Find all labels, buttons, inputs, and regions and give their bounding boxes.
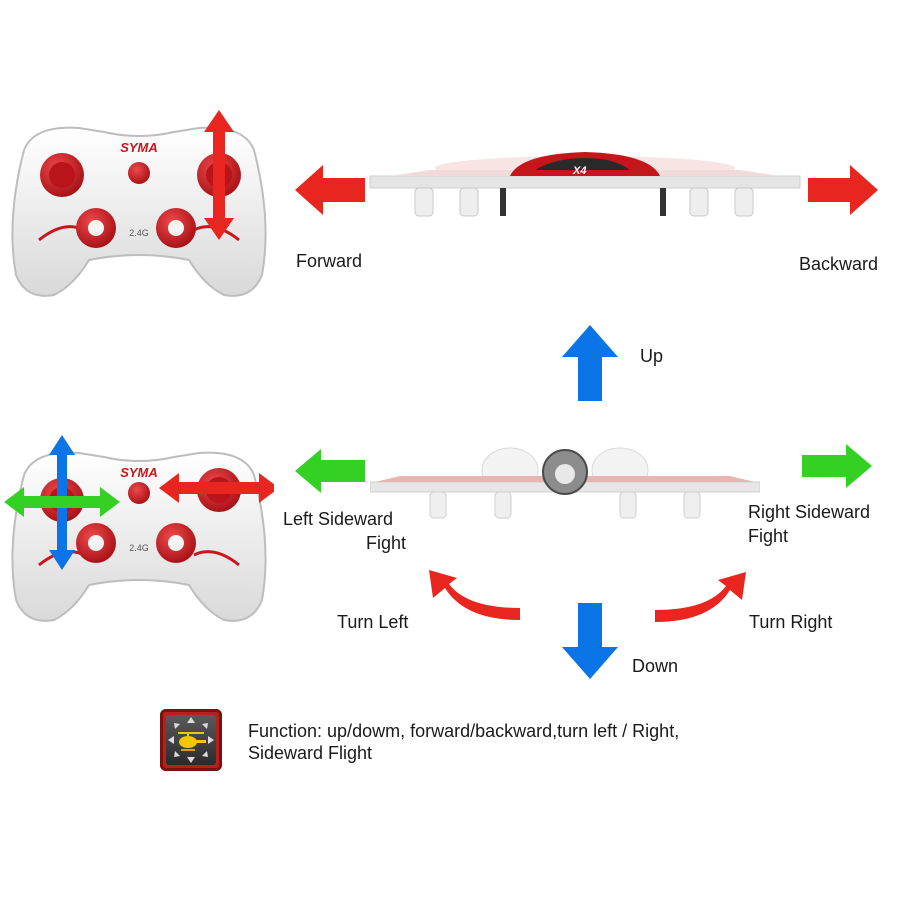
green-horizontal-arrow-icon <box>4 487 120 517</box>
right-sideward-arrow-icon <box>802 444 872 488</box>
up-label: Up <box>640 346 664 366</box>
turn-right-arrow-icon <box>655 572 746 622</box>
up-arrow-icon <box>562 325 618 401</box>
function-line2: Sideward Flight <box>248 743 373 763</box>
red-vertical-arrow-icon <box>204 110 234 240</box>
turn-right-label: Turn Right <box>749 612 833 632</box>
function-line1: Function: up/dowm, forward/backward,turn… <box>248 721 680 741</box>
backward-arrow-icon <box>808 165 878 215</box>
helicopter-icon <box>168 717 214 763</box>
controller-brand: SYMA <box>120 140 158 155</box>
right-sideward-label-line2: Fight <box>748 526 789 546</box>
right-sideward-label-line1: Right Sideward <box>748 502 871 522</box>
left-sideward-arrow-icon <box>295 449 365 493</box>
down-arrow-icon <box>562 603 618 679</box>
left-sideward-label-line2: Fight <box>366 533 407 553</box>
controller-forward-backward: SYMA 2.4G <box>11 110 267 297</box>
function-description: Function: up/dowm, forward/backward,turn… <box>248 720 768 764</box>
left-sideward-label-line1: Left Sideward <box>283 509 394 529</box>
down-label: Down <box>632 656 679 676</box>
drone-side-view: X4 <box>369 152 801 217</box>
turn-left-label: Turn Left <box>337 612 409 632</box>
backward-label: Backward <box>799 254 879 274</box>
red-horizontal-arrow-icon <box>159 473 274 503</box>
controller-brand: SYMA <box>120 465 158 480</box>
drone-front-view <box>370 447 760 519</box>
drone-model: X4 <box>572 165 586 177</box>
turn-left-arrow-icon <box>429 570 520 620</box>
forward-arrow-icon <box>295 165 365 215</box>
helicopter-function-icon <box>160 709 222 771</box>
forward-label: Forward <box>296 251 363 271</box>
controller-badge: 2.4G <box>129 228 149 238</box>
controller-badge: 2.4G <box>129 543 149 553</box>
controller-sideward-turn: SYMA 2.4G <box>4 435 274 622</box>
